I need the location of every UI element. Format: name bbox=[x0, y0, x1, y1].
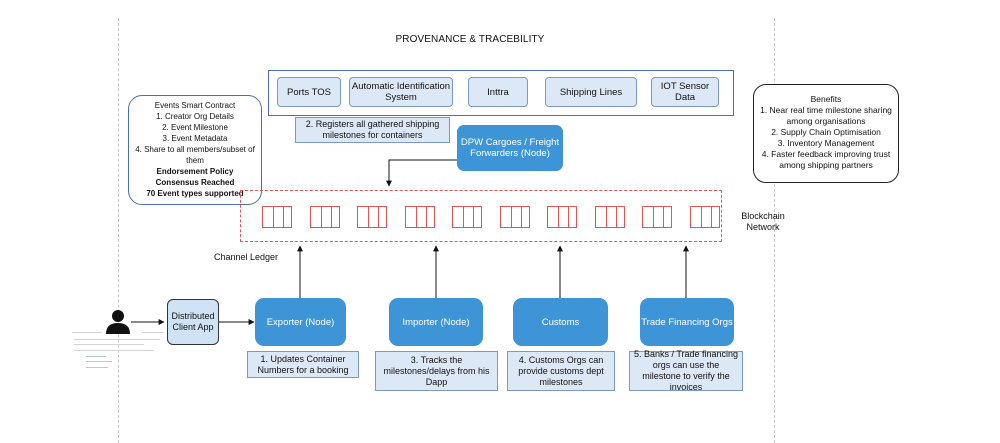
source-inttra: Inttra bbox=[468, 77, 528, 107]
smart-contract-box: Events Smart Contract 1. Creator Org Det… bbox=[128, 95, 262, 205]
ledger-block-divider bbox=[283, 207, 284, 227]
channel-ledger-label: Channel Ledger bbox=[214, 252, 279, 262]
trade-financing-note: 5. Banks / Trade financing orgs can use … bbox=[629, 349, 743, 392]
ledger-block bbox=[357, 206, 387, 228]
contract-bold-line: Endorsement Policy bbox=[156, 167, 234, 176]
trade-financing-node: Trade Financing Orgs bbox=[640, 298, 734, 346]
importer-node: Importer (Node) bbox=[389, 298, 483, 346]
ledger-block bbox=[452, 206, 482, 228]
ledger-block-divider bbox=[510, 207, 512, 227]
contract-line: 4. Share to all members/subset of them bbox=[135, 145, 255, 165]
benefit-line: 4. Faster feedback improving trust among… bbox=[761, 149, 891, 170]
guide-line-right bbox=[774, 18, 775, 443]
ledger-block-divider bbox=[710, 207, 712, 227]
benefits-title: Benefits bbox=[810, 94, 842, 104]
ledger-block bbox=[594, 206, 625, 228]
contract-line: 2. Event Milestone bbox=[162, 123, 228, 132]
source-iot-sensor: IOT Sensor Data bbox=[651, 77, 719, 107]
ledger-block-divider bbox=[368, 207, 369, 227]
ledger-block-divider bbox=[520, 207, 522, 227]
contract-bold-line: Consensus Reached bbox=[155, 178, 235, 187]
exporter-node: Exporter (Node) bbox=[255, 298, 346, 346]
ledger-block bbox=[689, 206, 720, 228]
ledger-block bbox=[262, 206, 292, 228]
ledger-block-divider bbox=[615, 207, 617, 227]
ledger-block bbox=[309, 206, 340, 228]
ledger-block-divider bbox=[378, 207, 379, 227]
customs-node: Customs bbox=[513, 298, 608, 346]
distributed-client-app: Distributed Client App bbox=[167, 299, 219, 345]
ledger-block-divider bbox=[605, 207, 607, 227]
app-screenshot-thumbnail bbox=[72, 330, 168, 374]
benefit-line: 2. Supply Chain Optimisation bbox=[771, 127, 881, 137]
contract-line: 1. Creator Org Details bbox=[156, 112, 234, 121]
ledger-block-divider bbox=[653, 207, 654, 227]
ledger-block-divider bbox=[330, 207, 332, 227]
importer-note: 3. Tracks the milestones/delays from his… bbox=[375, 351, 498, 391]
benefit-line: 1. Near real time milestone sharing amon… bbox=[760, 105, 892, 126]
benefit-line: 3. Inventory Management bbox=[777, 138, 875, 148]
ledger-block-divider bbox=[320, 207, 322, 227]
contract-bold-line: 70 Event types supported bbox=[146, 189, 244, 198]
ledger-block-divider bbox=[663, 207, 664, 227]
ledger-block bbox=[547, 206, 577, 228]
arrow-dpw-to-chain bbox=[386, 159, 457, 187]
ledger-block bbox=[404, 206, 435, 228]
ledger-block-divider bbox=[425, 207, 427, 227]
contract-line: 3. Event Metadata bbox=[162, 134, 228, 143]
ledger-block-divider bbox=[700, 207, 702, 227]
sources-note: 2. Registers all gathered shipping miles… bbox=[295, 117, 450, 143]
blockchain-network-frame bbox=[240, 190, 722, 242]
ledger-block-divider bbox=[273, 207, 274, 227]
ledger-block-divider bbox=[473, 207, 474, 227]
ledger-block-divider bbox=[415, 207, 417, 227]
contract-line: Events Smart Contract bbox=[154, 101, 236, 110]
benefits-box: Benefits 1. Near real time milestone sha… bbox=[753, 84, 899, 183]
ledger-block bbox=[642, 206, 672, 228]
customs-note: 4. Customs Orgs can provide customs dept… bbox=[507, 351, 615, 391]
ledger-block-divider bbox=[558, 207, 559, 227]
diagram-title: PROVENANCE & TRACEBILITY bbox=[395, 34, 545, 45]
dpw-node: DPW Cargoes / Freight Forwarders (Node) bbox=[457, 125, 563, 171]
source-shipping-lines: Shipping Lines bbox=[545, 77, 637, 107]
ledger-block-divider bbox=[463, 207, 464, 227]
ledger-block-divider bbox=[568, 207, 569, 227]
blockchain-label: Blockchain Network bbox=[741, 211, 785, 232]
ledger-block bbox=[499, 206, 530, 228]
user-icon bbox=[106, 310, 130, 334]
guide-line-left bbox=[118, 18, 119, 443]
source-ports-tos: Ports TOS bbox=[277, 77, 341, 107]
exporter-note: 1. Updates Container Numbers for a booki… bbox=[247, 351, 359, 378]
source-ais: Automatic Identification System bbox=[349, 77, 453, 107]
